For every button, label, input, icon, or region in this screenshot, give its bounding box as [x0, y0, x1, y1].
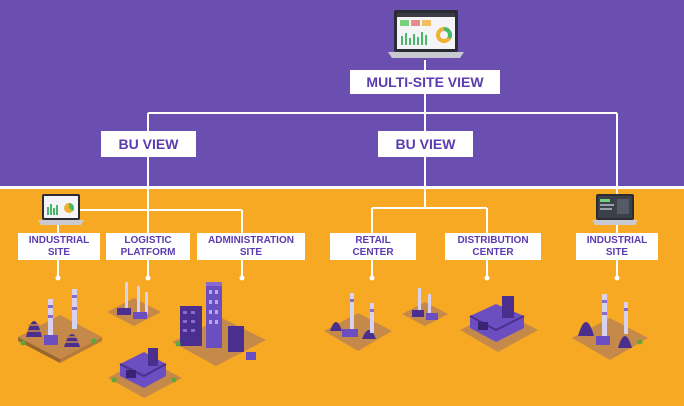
warehouse-icon [107, 282, 161, 326]
laptop-dashboard-icon [38, 194, 84, 225]
office-towers-icon [172, 282, 266, 366]
multi-site-view-box: MULTI-SITE VIEW [350, 70, 500, 94]
warehouse-icon [108, 348, 182, 398]
site-box-retail-center: RETAIL CENTER [330, 233, 416, 260]
site-box-industrial-2: INDUSTRIAL SITE [576, 233, 658, 260]
store-icon [402, 288, 448, 326]
warehouse-icon [460, 296, 538, 352]
band-divider [0, 186, 684, 189]
bu-view-box: BU VIEW [378, 131, 473, 157]
bu-view-box: BU VIEW [101, 131, 196, 157]
site-box-administration: ADMINISTRATION SITE [197, 233, 305, 260]
laptop-dashboard-icon [592, 194, 638, 225]
lower-band [0, 188, 684, 406]
laptop-dashboard-icon [388, 10, 464, 58]
industrial-plant-icon [324, 293, 392, 351]
site-box-industrial: INDUSTRIAL SITE [18, 233, 100, 260]
site-box-distribution-center: DISTRIBUTION CENTER [445, 233, 541, 260]
industrial-plant-icon [572, 294, 648, 360]
industrial-plant-icon [18, 289, 102, 363]
site-box-logistic-platform: LOGISTIC PLATFORM [106, 233, 190, 260]
